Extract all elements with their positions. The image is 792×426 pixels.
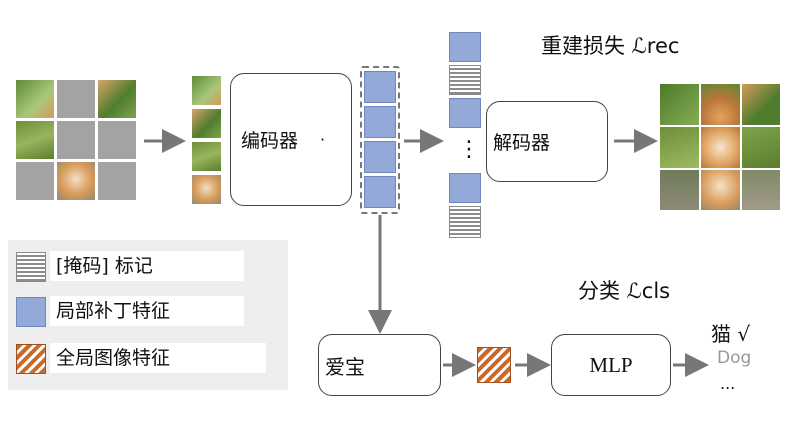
- decoder-input-patch-token: [449, 173, 481, 203]
- input-patch-masked: [98, 162, 136, 200]
- reconstructed-patch: [660, 170, 699, 210]
- encoder-block: 编码器 ·: [230, 73, 352, 206]
- decoder-input-mask-token: [449, 206, 481, 238]
- input-patch-masked: [57, 121, 95, 159]
- latent-patch-token: [364, 141, 396, 173]
- aibao-block: 爱宝: [318, 334, 441, 396]
- reconstructed-patch: [660, 84, 699, 125]
- latent-patch-token: [364, 176, 396, 208]
- decoder-input-mask-token: [449, 65, 481, 95]
- decoder-input-ellipsis: ⋮: [458, 137, 480, 162]
- reconstructed-patch: [701, 170, 740, 210]
- input-patch-visible: [98, 80, 136, 118]
- decoder-input-patch-token: [449, 98, 481, 128]
- mlp-block: MLP: [551, 334, 671, 396]
- visible-patch: [192, 109, 221, 138]
- decoder-block: 解码器: [486, 101, 608, 182]
- latent-feature-group: [360, 66, 400, 214]
- legend-mask-token-label: [掩码] 标记: [50, 251, 244, 281]
- latent-patch-token: [364, 71, 396, 103]
- reconstructed-image: [660, 84, 780, 210]
- legend-mask-token-icon: [16, 252, 46, 282]
- decoder-input-patch-token: [449, 32, 481, 62]
- reconstructed-patch: [742, 170, 780, 210]
- prediction-more: ...: [720, 374, 736, 393]
- latent-patch-token: [364, 106, 396, 138]
- legend-global-feature-icon: [16, 344, 46, 374]
- encoder-dot: ·: [320, 130, 326, 149]
- input-patch-visible: [16, 80, 54, 118]
- reconstructed-patch: [701, 127, 740, 168]
- masked-input-grid: [16, 80, 136, 200]
- input-patch-visible: [57, 162, 95, 200]
- visible-patch: [192, 142, 221, 171]
- global-image-feature: [477, 347, 511, 383]
- legend-global-feature-label: 全局图像特征: [50, 343, 266, 373]
- prediction-dog: Dog: [717, 348, 752, 368]
- input-patch-masked: [16, 162, 54, 200]
- legend-patch-feature-label: 局部补丁特征: [50, 296, 244, 326]
- reconstructed-patch: [660, 127, 699, 168]
- classification-loss-label: 分类 ℒcls: [578, 279, 671, 303]
- encoder-label: 编码器: [241, 130, 299, 152]
- mlp-label: MLP: [589, 352, 633, 377]
- reconstructed-patch: [742, 127, 780, 168]
- aibao-label: 爱宝: [325, 354, 365, 379]
- legend-patch-feature-icon: [16, 297, 46, 327]
- visible-patch-column: [192, 76, 221, 204]
- reconstructed-patch: [701, 84, 740, 125]
- reconstructed-patch: [742, 84, 780, 125]
- input-patch-masked: [57, 80, 95, 118]
- input-patch-masked: [98, 121, 136, 159]
- input-patch-visible: [16, 121, 54, 159]
- decoder-label: 解码器: [493, 132, 551, 154]
- reconstruction-loss-label: 重建损失 ℒrec: [541, 34, 680, 58]
- visible-patch: [192, 175, 221, 204]
- prediction-cat: 猫 √: [711, 322, 751, 346]
- visible-patch: [192, 76, 221, 105]
